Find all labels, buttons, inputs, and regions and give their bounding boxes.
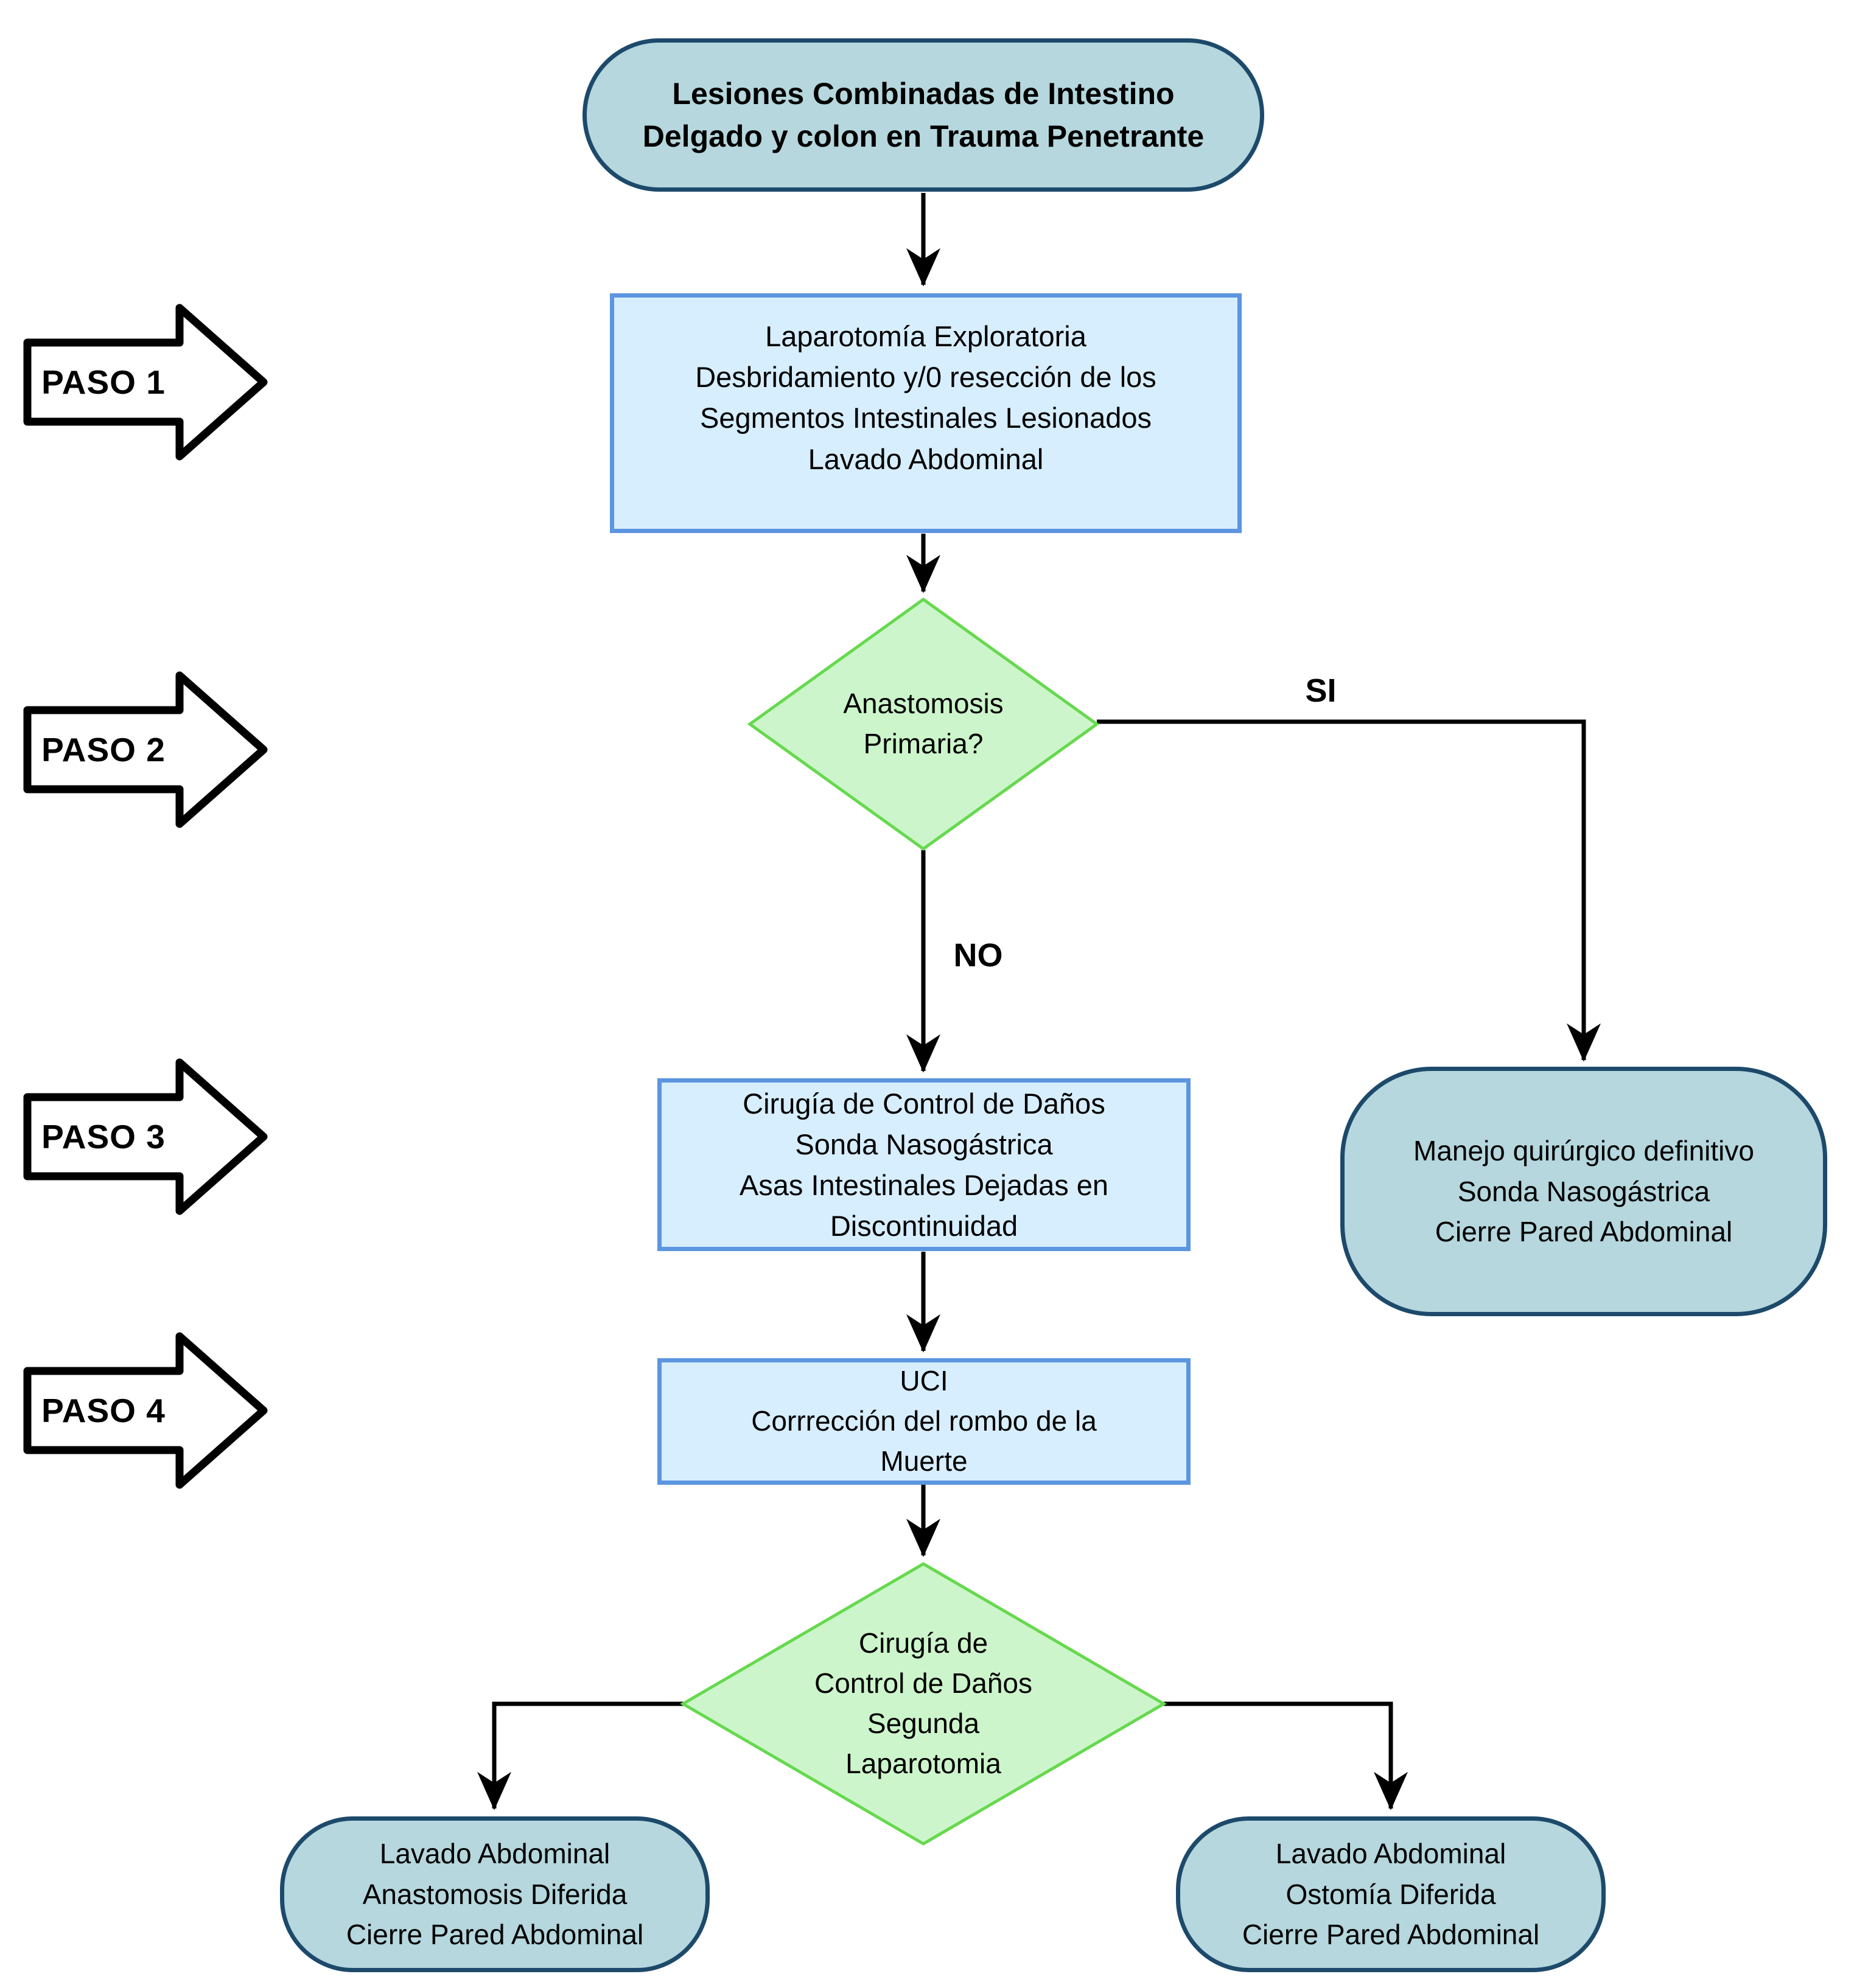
decision-second-laparotomy-diamond — [680, 1562, 1167, 1846]
paso4-label: PASO 4 — [41, 1392, 166, 1429]
decision-second-laparotomy-text: Cirugía de Control de Daños Segunda Lapa… — [814, 1627, 1032, 1779]
paso4-arrow-icon — [23, 1332, 268, 1489]
definitive-management-node: Manejo quirúrgico definitivo Sonda Nasog… — [1340, 1067, 1827, 1316]
paso2-label: PASO 2 — [41, 731, 166, 769]
paso3-arrow-icon — [23, 1058, 268, 1215]
deferred-anastomosis-node: Lavado Abdominal Anastomosis Diferida Ci… — [280, 1816, 710, 1972]
paso1-label: PASO 1 — [41, 363, 166, 401]
uci-process-node: UCI Corrrección del rombo de la Muerte — [657, 1358, 1191, 1485]
paso2-arrow-icon — [23, 671, 268, 828]
decision-anastomosis-text: Anastomosis Primaria? — [843, 688, 1004, 759]
laparotomy-process-node: Laparotomía Exploratoria Desbridamiento … — [610, 293, 1242, 533]
edge-decision1-yes — [1097, 719, 1601, 1062]
paso1-arrow-icon — [23, 304, 268, 461]
decision-anastomosis-diamond — [747, 597, 1100, 851]
deferred-ostomy-node: Lavado Abdominal Ostomía Diferida Cierre… — [1176, 1816, 1606, 1972]
paso3-label: PASO 3 — [41, 1118, 166, 1156]
damage-control-process-node: Cirugía de Control de Daños Sonda Nasogá… — [657, 1078, 1191, 1251]
edge-decision2-left — [477, 1701, 683, 1810]
start-node: Lesiones Combinadas de Intestino Delgado… — [582, 38, 1264, 192]
no-edge-label: NO — [953, 937, 1003, 974]
edge-decision2-right — [1164, 1701, 1408, 1810]
yes-edge-label: SI — [1305, 672, 1337, 709]
